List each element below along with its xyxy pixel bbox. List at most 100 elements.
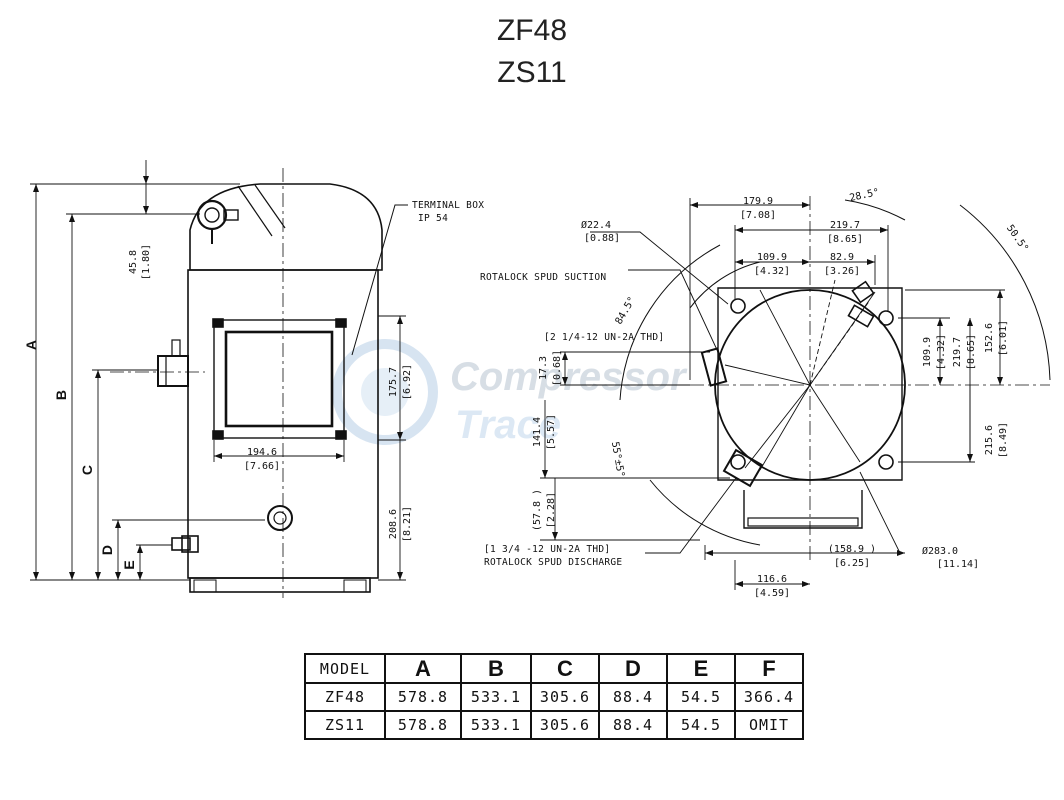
bracket [743,490,863,529]
dim-dia-283: Ø283.0 [922,545,958,557]
discharge-note-1: [1 3/4 -12 UN-2A THD] [484,544,610,555]
cell: ZF48 [304,682,386,712]
discharge-fitting [157,355,189,387]
angle-55: 55°±5° [609,441,626,478]
cell: ZS11 [304,710,386,740]
dim-208-6-in: [8.21] [402,506,413,542]
top-view-arrows [542,202,1003,587]
dim-141-4-in: [5.57] [546,414,557,450]
spec-table: MODEL A B C D E F ZF48 578.8 533.1 305.6… [304,653,804,740]
suction-spud [700,347,728,387]
dim-219-7: 219.7 [830,220,860,231]
header-c: C [530,653,600,684]
dim-45-8: 45.8 [128,250,139,274]
dim-dia-283-in: [11.14] [937,559,979,570]
dim-letter-e: E [121,560,137,569]
cell: 578.8 [384,682,462,712]
suction-note-2: ROTALOCK SPUD SUCTION [480,272,606,283]
cell: OMIT [734,710,804,740]
terminal-box [213,319,345,439]
suction-note-1: [2 1/4-12 UN-2A THD] [544,332,664,343]
terminal-box-rating: IP 54 [418,213,448,224]
dim-215-6-in: [8.49] [998,422,1009,458]
dim-219-7-v-in: [8.65] [966,334,977,370]
dim-194-6-in: [7.66] [244,461,280,472]
dim-dia-22-4: Ø22.4 [581,219,611,231]
angle-84-5: 84.5° [614,295,639,327]
watermark-text-2: Trace [455,403,561,447]
cell: 533.1 [460,710,532,740]
dim-141-4: 141.4 [532,417,543,447]
dim-194-6: 194.6 [247,447,277,458]
dim-57-8-in: [2.28] [546,492,557,528]
discharge-spud [722,448,764,488]
dim-158-9: (158.9 ) [828,544,876,555]
dim-109-9-v: 109.9 [922,337,933,367]
top-view [619,196,1051,560]
arc-84-5 [689,261,761,309]
mount-hole-tl [730,298,746,314]
dim-116-6-in: [4.59] [754,588,790,599]
cell: 366.4 [734,682,804,712]
discharge-note-2: ROTALOCK SPUD DISCHARGE [484,557,622,568]
mount-hole-bl [730,454,746,470]
dim-letter-b: B [53,390,69,400]
terminal-box-label: TERMINAL BOX [412,200,484,211]
dim-152-6: 152.6 [984,323,995,353]
header-a: A [384,653,462,684]
angle-28-5: 28.5° [849,187,881,204]
dim-letter-a: A [23,340,39,350]
dim-57-8: (57.8 ) [532,489,543,531]
dim-45-8-in: [1.80] [141,244,152,280]
header-f: F [734,653,804,684]
dim-82-9-in: [3.26] [824,266,860,277]
cell: 533.1 [460,682,532,712]
dim-dia-22-4-in: [0.88] [584,233,620,244]
mounting-plate [717,287,903,481]
dim-letter-d: D [99,545,115,555]
suction-fitting [196,199,228,231]
dim-158-9-in: [6.25] [834,558,870,569]
header-b: B [460,653,532,684]
table-header-row: MODEL A B C D E F [304,653,804,684]
side-view [110,168,408,598]
model-title-zf48: ZF48 [496,14,568,47]
dim-179-9-in: [7.08] [740,210,776,221]
dim-17-3-in: [0.68] [552,350,563,386]
side-view-arrows [33,176,403,580]
dim-82-9: 82.9 [830,252,854,263]
header-d: D [598,653,668,684]
dim-219-7-v: 219.7 [952,337,963,367]
model-title-zs11: ZS11 [497,56,567,89]
dim-208-6: 208.6 [388,509,399,539]
dim-215-6: 215.6 [984,425,995,455]
angle-50-5: 50.5° [1004,223,1030,254]
mount-hole-tr [878,310,894,326]
cell: 305.6 [530,682,600,712]
dim-109-9-v-in: [4.32] [936,334,947,370]
watermark: Compressor Trace [332,339,688,447]
dim-175-7: 175.7 [388,367,399,397]
cell: 578.8 [384,710,462,740]
header-model: MODEL [304,653,386,684]
dim-175-7-in: [6.92] [402,364,413,400]
dim-116-6: 116.6 [757,574,787,585]
dim-219-7-in: [8.65] [827,234,863,245]
dim-109-9-in: [4.32] [754,266,790,277]
dim-letter-c: C [79,465,95,475]
mount-hole-br [878,454,894,470]
cell: 54.5 [666,682,736,712]
oil-fitting [171,537,191,551]
dim-179-9: 179.9 [743,196,773,207]
watermark-text-1: Compressor [450,355,688,399]
cell: 54.5 [666,710,736,740]
cell: 88.4 [598,682,668,712]
base-plate [189,577,371,593]
top-fitting [851,280,875,304]
table-row: ZS11 578.8 533.1 305.6 88.4 54.5 OMIT [304,710,804,740]
dim-109-9: 109.9 [757,252,787,263]
dim-152-6-in: [6.01] [998,320,1009,356]
header-e: E [666,653,736,684]
side-view-dimensions [30,160,406,581]
